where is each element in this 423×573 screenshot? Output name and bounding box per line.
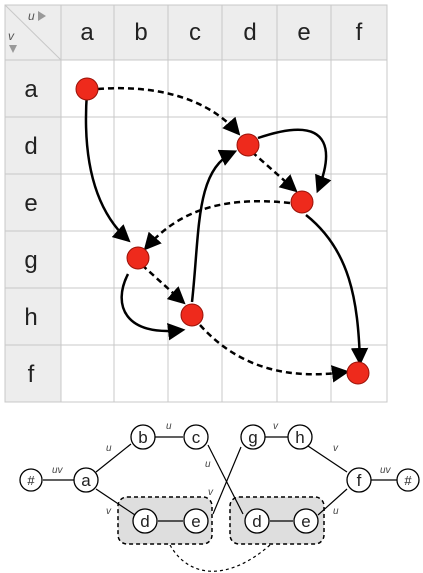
node-label-hash-right: #: [404, 473, 412, 488]
node-hash-left: [19, 468, 43, 492]
row-header-d: d: [24, 133, 37, 160]
grid-lines: [4, 4, 388, 403]
node-label-hash-left: #: [27, 473, 35, 488]
dot-e-e: [290, 190, 314, 214]
node-label-b: b: [138, 428, 147, 447]
edge-label-u-e-f: u: [333, 506, 339, 517]
node-e-right: [293, 508, 319, 534]
arrow-ee-to-ff: [305, 214, 369, 366]
header-col-bg: [5, 5, 61, 402]
dot-f-f: [346, 361, 370, 385]
matrix: u v a b c d e f a d e g h f: [4, 4, 388, 403]
dot-g-b: [126, 246, 150, 270]
arrow-hc-to-dd: [190, 149, 238, 303]
graph: # a b c d e g h d e f # uv u u v u v v v…: [19, 421, 420, 572]
corner-u-arrow-icon: [38, 11, 46, 21]
edge-label-u-c-mid: u: [205, 459, 211, 470]
dot-d-d: [236, 133, 260, 157]
row-header-g: g: [24, 247, 37, 274]
row-header-h: h: [24, 304, 37, 331]
graph-nodes: [19, 424, 420, 534]
node-label-d-left: d: [140, 512, 149, 531]
solid-arrows: [84, 91, 369, 366]
header-row-bg: [5, 5, 387, 60]
edge-label-u-b-c: u: [166, 421, 172, 432]
node-f: [346, 467, 372, 493]
edge-label-v-h-f: v: [333, 443, 339, 454]
column-header-d: d: [243, 19, 256, 46]
edge-label-v-a-d: v: [106, 506, 112, 517]
node-label-a: a: [81, 471, 91, 490]
arrow-gb-to-hc: [120, 273, 186, 341]
row-header-e: e: [24, 190, 37, 217]
node-label-e-left: e: [191, 512, 200, 531]
node-label-e-right: e: [301, 512, 310, 531]
node-label-d-right: d: [252, 512, 261, 531]
column-headers: a b c d e f: [80, 19, 362, 46]
graph-edge-labels: uv u u v u v v v u uv: [52, 421, 392, 517]
arrow-hc-to-ff: [199, 324, 350, 383]
column-header-e: e: [297, 19, 310, 46]
arrow-dd-to-ee: [257, 128, 332, 194]
corner-u-label: u: [28, 9, 35, 23]
arrow-dd-to-ee-dashed: [251, 151, 298, 193]
edge-label-v-c-mid: v: [208, 487, 214, 498]
node-b: [130, 424, 156, 450]
node-a: [73, 467, 99, 493]
graph-node-labels: # a b c d e g h d e f #: [27, 428, 412, 531]
node-label-h: h: [295, 428, 304, 447]
node-label-g: g: [248, 428, 257, 447]
dot-a-a: [75, 77, 99, 101]
row-header-a: a: [24, 76, 38, 103]
column-header-c: c: [189, 19, 201, 46]
edge-label-v-g-h: v: [273, 421, 279, 432]
corner-v-arrow-icon: [9, 45, 17, 53]
column-header-a: a: [80, 19, 94, 46]
edge-label-uv-left: uv: [52, 465, 64, 476]
node-label-c: c: [192, 428, 201, 447]
row-headers: a d e g h f: [24, 76, 38, 388]
matrix-dots: [75, 77, 370, 385]
row-header-f: f: [28, 361, 35, 388]
arrow-aa-to-gb: [84, 91, 131, 243]
arrow-gb-to-hc-dashed: [141, 264, 186, 305]
column-header-b: b: [134, 19, 147, 46]
node-h: [287, 424, 313, 450]
node-c: [183, 424, 209, 450]
group-link-arc: [169, 544, 271, 572]
node-e-left: [183, 508, 209, 534]
node-d-right: [244, 508, 270, 534]
edge-label-u-a-b: u: [106, 443, 112, 454]
dashed-arrows: [97, 86, 350, 383]
node-label-f: f: [357, 471, 362, 490]
corner-v-label: v: [8, 29, 15, 43]
arrow-ee-to-gb: [143, 199, 291, 251]
node-g: [240, 424, 266, 450]
graph-edges: [43, 436, 397, 522]
column-header-f: f: [356, 19, 363, 46]
node-d-left: [132, 508, 158, 534]
arrow-aa-to-dd: [97, 86, 241, 136]
node-hash-right: [396, 468, 420, 492]
edge-label-uv-right: uv: [380, 465, 392, 476]
dot-h-c: [180, 303, 204, 327]
